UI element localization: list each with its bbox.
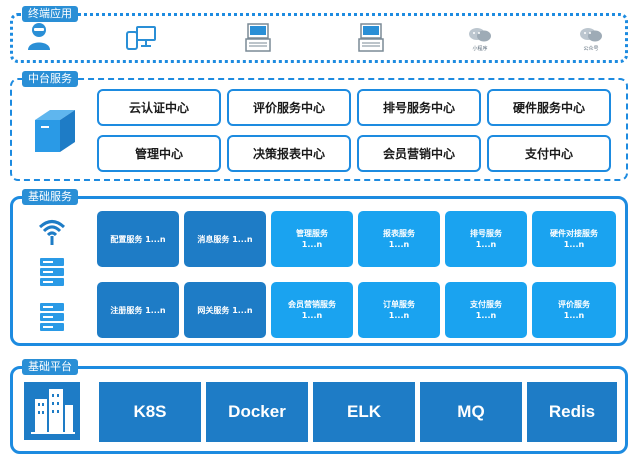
mobile-desktop-icon <box>126 26 156 50</box>
basic-service-order[interactable]: 订单服务 1...n <box>358 282 440 338</box>
service-count: 1...n <box>475 311 497 320</box>
middle-service-membership[interactable]: 会员营销中心 <box>357 135 481 172</box>
middle-service-hardware[interactable]: 硬件服务中心 <box>487 89 611 126</box>
terminal-section: 小程序 公众号 <box>10 13 628 63</box>
service-count: 1...n <box>301 311 323 320</box>
terminal-caption-official-account: 公众号 <box>583 46 599 52</box>
service-count: 1...n <box>388 311 410 320</box>
service-count: 1...n <box>475 240 497 249</box>
terminal-item-devices <box>125 24 157 52</box>
service-name: 配置服务 1...n <box>110 234 166 244</box>
terminal-item-kiosk-1 <box>243 22 273 54</box>
terminal-caption-mini-program: 小程序 <box>472 46 488 52</box>
service-name: 注册服务 1...n <box>110 305 166 315</box>
middle-service-evaluation[interactable]: 评价服务中心 <box>227 89 351 126</box>
service-count: 1...n <box>563 240 585 249</box>
mini-program-icon <box>469 28 491 42</box>
middle-service-management[interactable]: 管理中心 <box>97 135 221 172</box>
service-count: 1...n <box>563 311 585 320</box>
terminal-item-mini-program: 小程序 <box>468 26 492 52</box>
platform-section-tag: 基础平台 <box>22 359 78 375</box>
terminal-item-official-account: 公众号 <box>579 26 603 52</box>
service-name: 支付服务 <box>470 300 502 309</box>
server-icon <box>40 258 64 286</box>
service-name: 会员营销服务 <box>288 300 336 309</box>
terminal-section-tag: 终端应用 <box>22 6 78 22</box>
platform-docker[interactable]: Docker <box>206 382 308 442</box>
middle-section: 云认证中心 评价服务中心 排号服务中心 硬件服务中心 管理中心 决策报表中心 会… <box>10 78 628 181</box>
service-name: 排号服务 <box>470 229 502 238</box>
basic-service-payment[interactable]: 支付服务 1...n <box>445 282 527 338</box>
basic-service-gateway[interactable]: 网关服务 1...n <box>184 282 266 338</box>
box-icon <box>35 110 75 152</box>
service-name: 评价服务 <box>558 300 590 309</box>
middle-section-tag: 中台服务 <box>22 71 78 87</box>
basic-section: 配置服务 1...n 消息服务 1...n 管理服务 1...n 报表服务 1.… <box>10 196 628 346</box>
basic-service-queue[interactable]: 排号服务 1...n <box>445 211 527 267</box>
middle-service-queue[interactable]: 排号服务中心 <box>357 89 481 126</box>
basic-service-management[interactable]: 管理服务 1...n <box>271 211 353 267</box>
service-name: 管理服务 <box>296 229 328 238</box>
basic-service-evaluation[interactable]: 评价服务 1...n <box>532 282 616 338</box>
building-icon <box>24 382 80 440</box>
platform-redis[interactable]: Redis <box>527 382 617 442</box>
platform-elk[interactable]: ELK <box>313 382 415 442</box>
kiosk-terminal-icon <box>358 23 384 52</box>
platform-mq[interactable]: MQ <box>420 382 522 442</box>
official-account-icon <box>580 28 602 42</box>
service-count: 1...n <box>388 240 410 249</box>
basic-service-config[interactable]: 配置服务 1...n <box>97 211 179 267</box>
middle-service-payment[interactable]: 支付中心 <box>487 135 611 172</box>
service-name: 硬件对接服务 <box>550 229 598 238</box>
server-icon <box>40 303 64 331</box>
middle-service-cloud-auth[interactable]: 云认证中心 <box>97 89 221 126</box>
basic-service-hardware-integration[interactable]: 硬件对接服务 1...n <box>532 211 616 267</box>
wifi-icon <box>38 220 66 245</box>
service-count: 1...n <box>301 240 323 249</box>
terminal-item-user <box>27 21 51 52</box>
platform-section: K8S Docker ELK MQ Redis <box>10 366 628 454</box>
terminal-item-kiosk-2 <box>356 22 386 54</box>
service-name: 消息服务 1...n <box>197 234 253 244</box>
service-name: 网关服务 1...n <box>197 305 253 315</box>
basic-service-message[interactable]: 消息服务 1...n <box>184 211 266 267</box>
basic-service-membership[interactable]: 会员营销服务 1...n <box>271 282 353 338</box>
platform-k8s[interactable]: K8S <box>99 382 201 442</box>
middle-service-reports[interactable]: 决策报表中心 <box>227 135 351 172</box>
kiosk-terminal-icon <box>245 23 271 52</box>
user-icon <box>28 23 50 50</box>
service-name: 订单服务 <box>383 300 415 309</box>
basic-service-report[interactable]: 报表服务 1...n <box>358 211 440 267</box>
basic-service-registry[interactable]: 注册服务 1...n <box>97 282 179 338</box>
basic-section-tag: 基础服务 <box>22 189 78 205</box>
service-name: 报表服务 <box>383 229 415 238</box>
